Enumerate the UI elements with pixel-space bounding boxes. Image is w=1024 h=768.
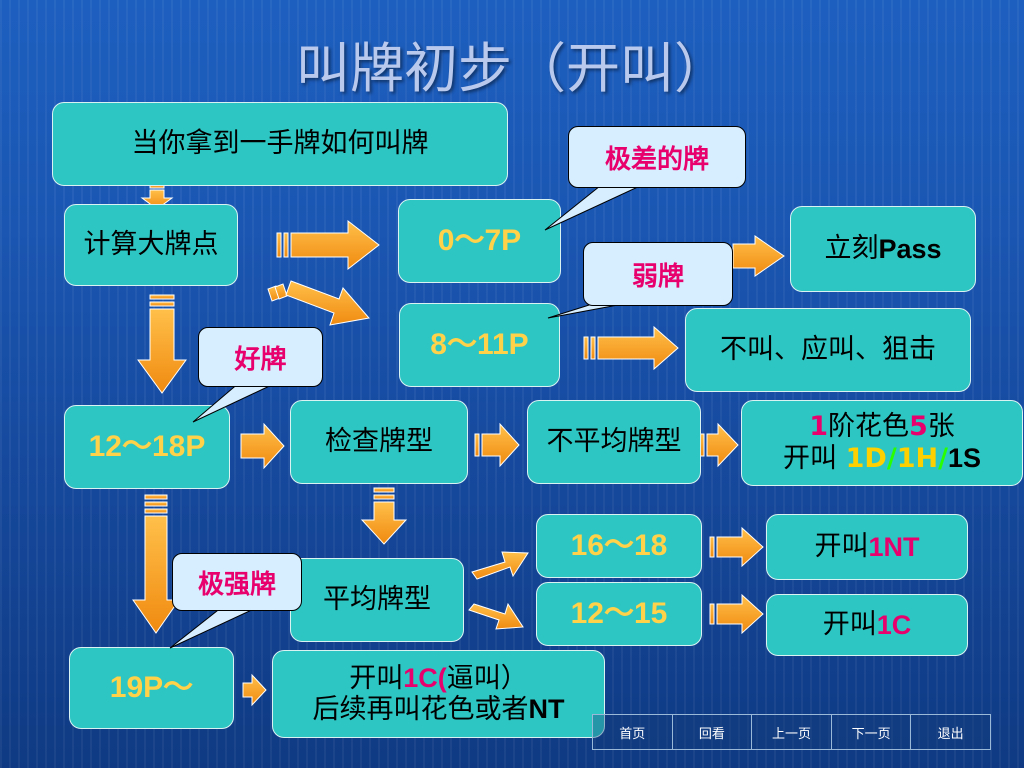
check-shape-box: 检查牌型 xyxy=(290,400,468,484)
arrow-19p-to-strong xyxy=(242,673,267,707)
range-16-18-box: 16～18 xyxy=(536,514,702,578)
callout-good: 好牌 xyxy=(198,327,323,387)
strong-rebid-text: 后续再叫花色或者 xyxy=(312,694,529,725)
open-1nt-text-a: 开叫 xyxy=(814,530,869,562)
arrow-12-18p-to-19p xyxy=(132,494,180,634)
arrow-check-to-unbalanced xyxy=(474,422,520,468)
callout-very-weak: 极差的牌 xyxy=(568,126,746,188)
arrow-0-7p-to-pass xyxy=(732,235,785,277)
check-shape-text: 检查牌型 xyxy=(325,425,433,457)
arrow-16-18-to-1nt xyxy=(709,526,764,568)
callout-very-strong-text: 极强牌 xyxy=(197,569,276,600)
callout-very-strong: 极强牌 xyxy=(172,553,302,611)
start-text: 当你拿到一手牌如何叫牌 xyxy=(131,127,429,159)
suit-count-number: 1 xyxy=(809,411,828,443)
no-bid-text: 不叫、应叫、狙击 xyxy=(720,333,936,365)
arrow-check-to-balanced xyxy=(360,487,408,545)
range-12-18p-text: 12～18P xyxy=(88,430,206,464)
range-16-18-text: 16～18 xyxy=(570,529,668,563)
arrow-12-15-to-1c xyxy=(709,593,764,635)
balanced-box: 平均牌型 xyxy=(290,558,464,642)
calc-points-text: 计算大牌点 xyxy=(83,228,219,260)
suit-opening-line1: 1阶花色5张 xyxy=(809,412,955,442)
strong-opening-line2: 后续再叫花色或者NT xyxy=(313,694,565,725)
tail-very-weak xyxy=(544,185,641,231)
range-0-7p-box: 0～7P xyxy=(398,199,561,283)
balanced-text: 平均牌型 xyxy=(323,583,431,615)
callout-very-weak-text: 极差的牌 xyxy=(604,144,709,175)
suit-opening-box: 1阶花色5张 开叫 1D/1H/1S xyxy=(741,400,1023,486)
strong-opening-box: 开叫1C(逼叫） 后续再叫花色或者NT xyxy=(272,650,605,738)
range-0-7p-text: 0～7P xyxy=(437,224,522,258)
nav-exit-button[interactable]: 退出 xyxy=(911,714,991,750)
pass-text-b: Pass xyxy=(878,233,942,264)
bid-1s: 1S xyxy=(947,442,981,473)
range-19p-text: 19P～ xyxy=(109,671,194,705)
range-8-11p-text: 8～11P xyxy=(430,328,529,362)
range-8-11p-box: 8～11P xyxy=(399,303,560,387)
unbalanced-box: 不平均牌型 xyxy=(527,400,701,484)
tail-good xyxy=(192,381,279,423)
nav-next-button[interactable]: 下一页 xyxy=(831,714,912,750)
open-1c-text-a: 开叫 xyxy=(822,608,877,640)
arrow-balanced-to-16-18 xyxy=(471,551,529,580)
arrow-8-11p-to-nobid xyxy=(583,325,679,371)
arrow-calc-to-12-18p xyxy=(137,294,187,394)
strong-paren: ( xyxy=(437,662,447,693)
callout-weak: 弱牌 xyxy=(583,242,733,306)
separator: / xyxy=(886,442,897,474)
pass-text-a: 立刻 xyxy=(824,232,879,264)
open-1nt-text-b: 1NT xyxy=(868,531,920,562)
calc-points-box: 计算大牌点 xyxy=(64,204,238,286)
arrow-calc-to-8-11p xyxy=(267,280,370,326)
suit-opening-line2: 开叫 1D/1H/1S xyxy=(783,443,981,474)
nav-home-button[interactable]: 首页 xyxy=(592,714,673,750)
suit-level-text: 阶花色 xyxy=(828,411,909,443)
callout-good-text: 好牌 xyxy=(234,344,287,375)
arrow-calc-to-0-7p xyxy=(276,219,380,271)
page-title: 叫牌初步（开叫） xyxy=(296,37,728,100)
open-label: 开叫 xyxy=(783,442,846,474)
range-12-15-box: 12～15 xyxy=(536,582,702,646)
no-bid-box: 不叫、应叫、狙击 xyxy=(685,308,971,392)
strong-opening-line1: 开叫1C(逼叫） xyxy=(349,663,528,694)
separator: / xyxy=(938,442,948,474)
card-count-number: 5 xyxy=(909,411,928,443)
bid-1h: 1H xyxy=(896,442,939,474)
arrow-12-18p-to-check xyxy=(240,422,285,470)
unbalanced-text: 不平均牌型 xyxy=(546,425,682,457)
start-box: 当你拿到一手牌如何叫牌 xyxy=(52,102,508,186)
arrow-balanced-to-12-15 xyxy=(468,602,524,630)
range-12-18p-box: 12～18P xyxy=(64,405,230,489)
strong-forcing-text: 逼叫） xyxy=(446,662,528,694)
range-12-15-text: 12～15 xyxy=(570,597,668,631)
nav-review-button[interactable]: 回看 xyxy=(672,714,753,750)
strong-open-label: 开叫 xyxy=(349,662,404,694)
nav-prev-button[interactable]: 上一页 xyxy=(752,714,832,750)
open-1c-text-b: 1C xyxy=(876,609,912,640)
strong-bid-1c: 1C xyxy=(403,662,438,693)
range-19p-box: 19P～ xyxy=(69,647,234,729)
callout-weak-text: 弱牌 xyxy=(631,261,684,292)
bid-1d: 1D xyxy=(845,442,887,474)
strong-nt-text: NT xyxy=(528,694,565,724)
card-unit-text: 张 xyxy=(927,411,955,443)
slide-nav-bar: 首页 回看 上一页 下一页 退出 xyxy=(592,714,991,750)
tail-very-strong xyxy=(169,606,259,649)
